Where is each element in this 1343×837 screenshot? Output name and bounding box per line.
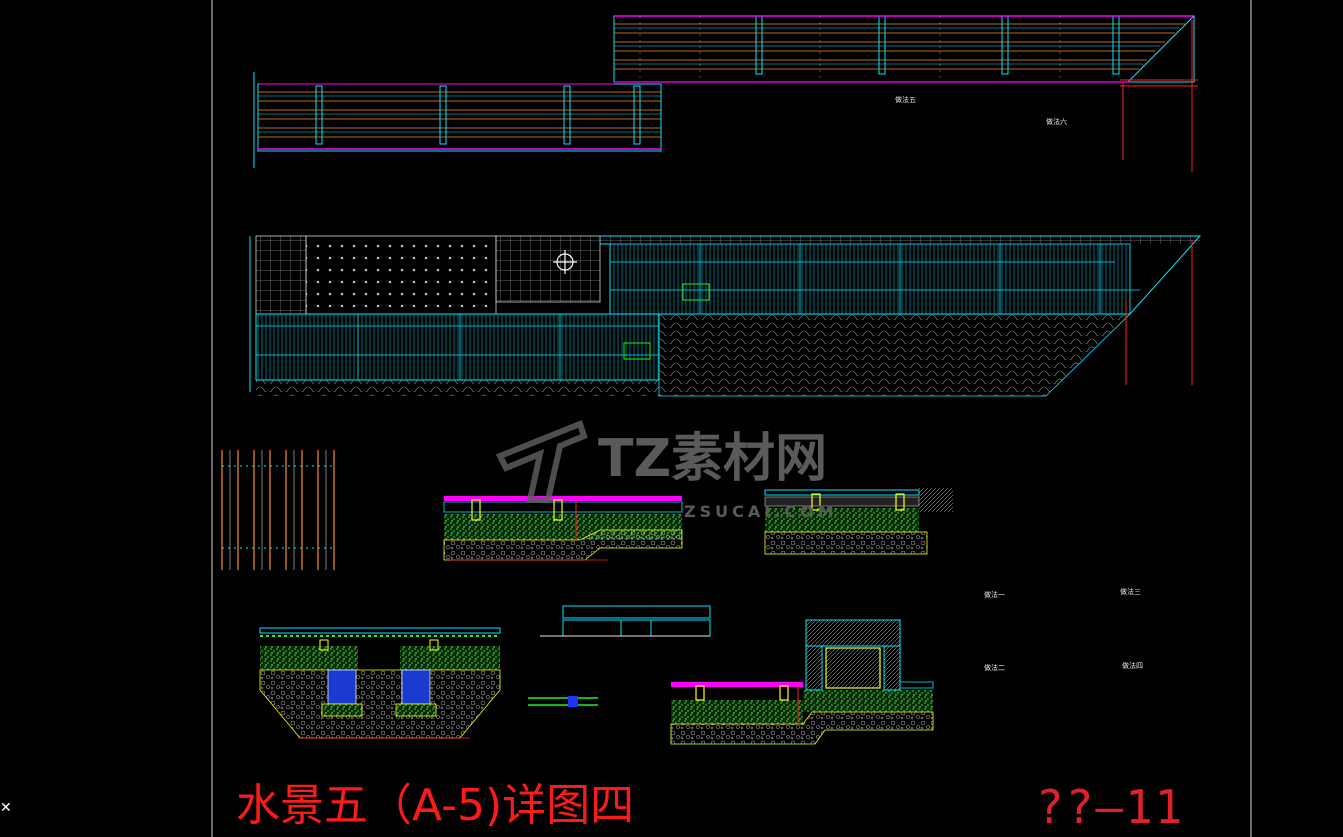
pipe-layout-plan [253, 15, 1198, 172]
watermark-text: TZ素材网 [598, 429, 828, 489]
sheet-frame [211, 0, 1252, 837]
paving-plan [249, 235, 1202, 397]
label-2: 做法六 [1046, 118, 1067, 126]
label-1: 做法五 [895, 96, 916, 104]
label-6: 做法四 [1122, 662, 1143, 670]
stone-coping-detail [540, 605, 711, 637]
label-4: 做法三 [1120, 588, 1141, 596]
side-elevation-strip [221, 450, 335, 570]
label-5: 做法二 [984, 664, 1005, 672]
section-detail-a [443, 496, 683, 561]
watermark-subtext: ZSUCAI.COM [684, 502, 838, 521]
section-detail-b [764, 488, 953, 555]
sheet-number: ??—11 [1036, 780, 1185, 834]
label-3: 做法一 [984, 591, 1005, 599]
drawing-title: 水景五（A-5)详图四 [236, 780, 635, 831]
pipe-joint-detail [528, 696, 598, 707]
section-detail-c [259, 627, 501, 739]
section-detail-d [670, 619, 934, 745]
crosshair-cursor-icon: ✕ [0, 800, 12, 816]
fountain-symbol-icon [553, 250, 577, 274]
watermark-logo-icon [495, 420, 588, 503]
